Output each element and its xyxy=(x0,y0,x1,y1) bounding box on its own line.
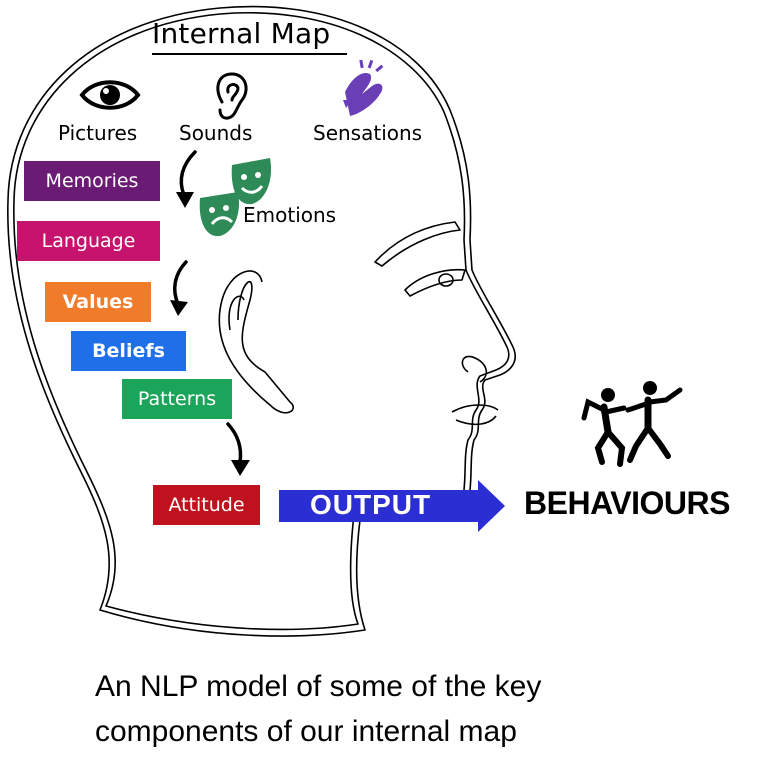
filter-box-memories: Memories xyxy=(24,161,160,201)
filter-box-language: Language xyxy=(17,221,160,261)
sense-label-sounds: Sounds xyxy=(179,121,253,145)
sense-label-sensations: Sensations xyxy=(313,121,423,145)
output-label: OUTPUT xyxy=(310,489,432,520)
caption-line-1: An NLP model of some of the key xyxy=(95,670,542,703)
caption-line-2: components of our internal map xyxy=(95,715,517,748)
filter-box-patterns: Patterns xyxy=(122,379,232,419)
filter-box-attitude: Attitude xyxy=(153,485,260,525)
dancing-people-icon xyxy=(581,381,683,467)
filter-box-values: Values xyxy=(45,282,151,322)
output-arrow xyxy=(279,480,505,532)
ear-icon xyxy=(216,72,248,120)
sense-label-pictures: Pictures xyxy=(58,121,138,145)
filter-box-beliefs: Beliefs xyxy=(71,331,186,371)
eye-icon xyxy=(79,80,141,110)
diagram-title: Internal Map xyxy=(152,17,331,50)
hands-icon xyxy=(343,59,384,116)
emotions-label: Emotions xyxy=(243,203,337,227)
title-underline xyxy=(152,53,347,55)
behaviours-label: BEHAVIOURS xyxy=(524,485,730,521)
theatre-masks-icon xyxy=(199,158,272,237)
